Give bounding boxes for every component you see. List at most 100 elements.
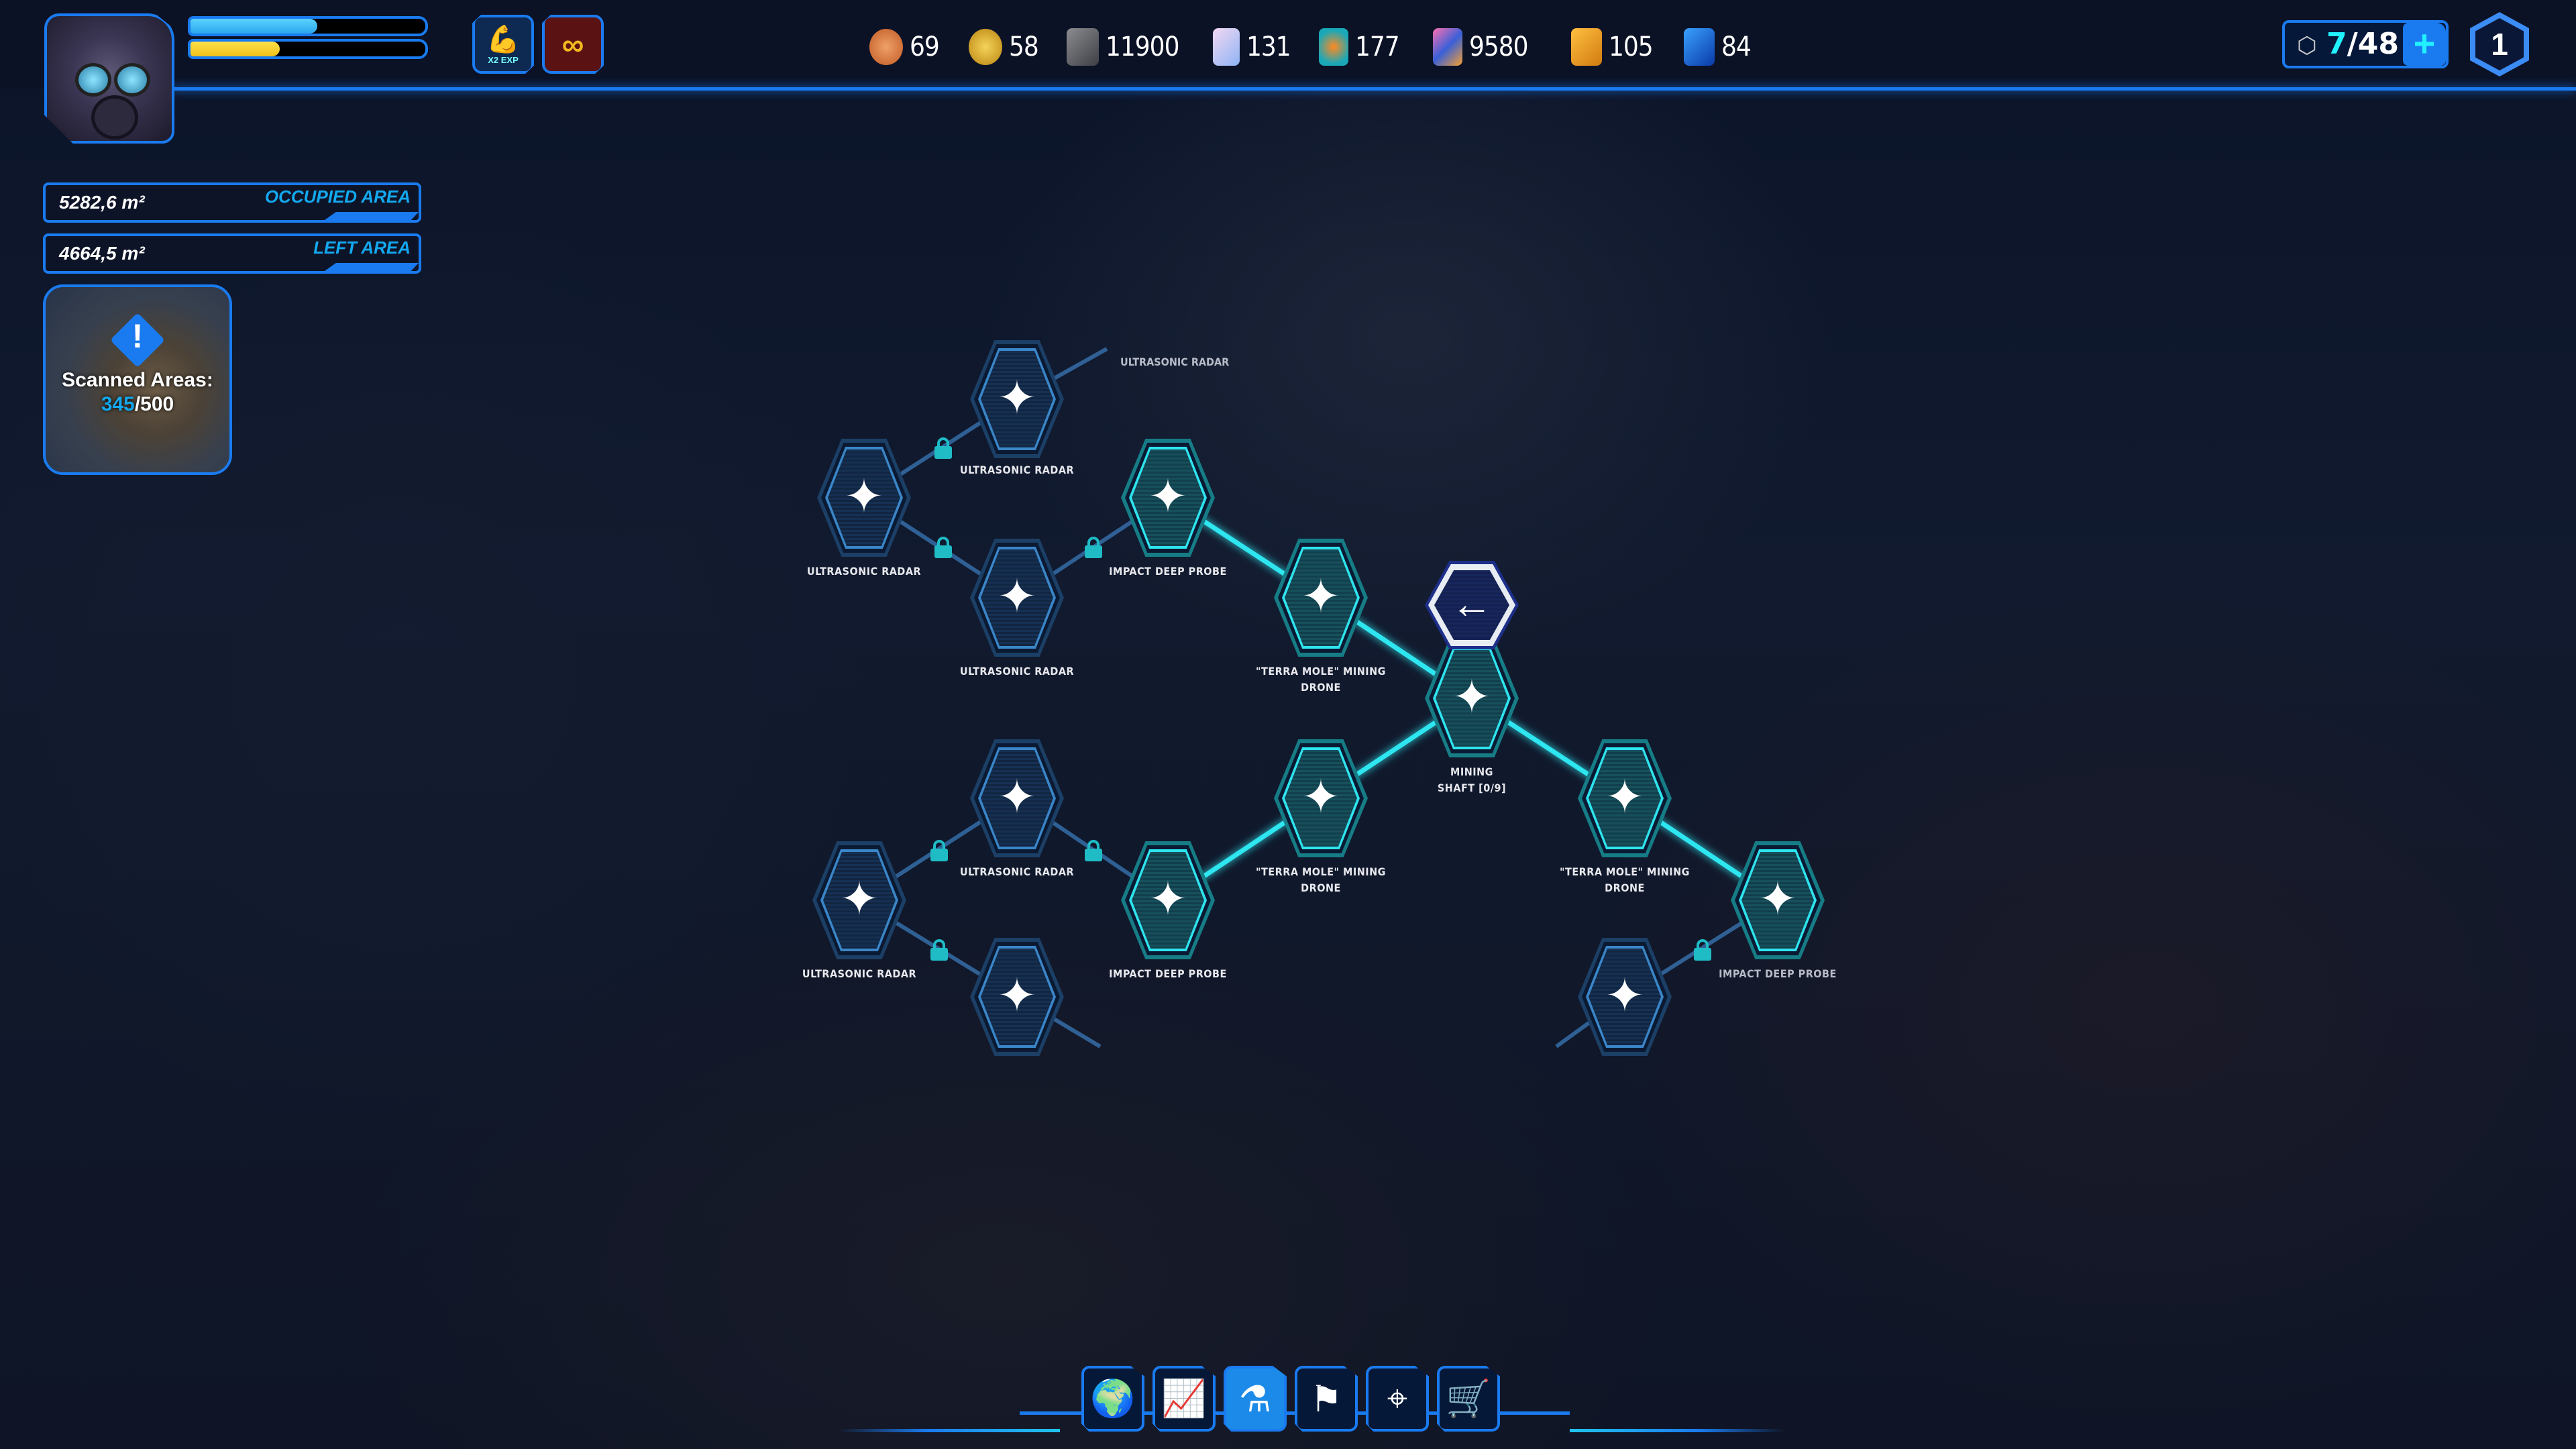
- node-label: "TERRA MOLE" MINING DRONE: [1560, 865, 1690, 894]
- tech-node-impact-deep-probe[interactable]: ✦ IMPACT DEEP PROBE: [1109, 841, 1226, 980]
- amber-block-icon: [1571, 28, 1602, 66]
- tech-node-ultrasonic-radar[interactable]: ✦ ULTRASONIC RADAR: [960, 739, 1074, 878]
- flag-icon: ⚑: [1309, 1379, 1343, 1419]
- nav-chart-button[interactable]: 📈: [1152, 1366, 1216, 1432]
- resource-value: 131: [1246, 32, 1291, 62]
- resource-value: 9580: [1469, 32, 1529, 62]
- slots-text: 7/48: [2326, 27, 2399, 61]
- tech-node-ultrasonic-radar[interactable]: ✦ ULTRASONIC RADAR: [960, 539, 1074, 678]
- tech-node-ultrasonic-radar[interactable]: ✦ ULTRASONIC RADAR: [960, 340, 1074, 476]
- tech-node-impact-deep-probe[interactable]: ✦ IMPACT DEEP PROBE: [1109, 439, 1226, 578]
- gold-spiral-coin-icon: [969, 29, 1002, 65]
- fire-crystal-icon: [1319, 28, 1348, 66]
- star-icon: ✦: [997, 372, 1037, 424]
- nav-line-right: [1570, 1429, 1784, 1432]
- nav-flag-button[interactable]: ⚑: [1295, 1366, 1358, 1432]
- buff-x2-exp[interactable]: 💪 X2 EXP: [472, 15, 534, 74]
- star-icon: ✦: [1605, 771, 1645, 823]
- lock-icon: [934, 537, 952, 558]
- player-avatar[interactable]: [44, 13, 174, 144]
- resource-rainbow-crystal: 9580: [1433, 20, 1529, 74]
- tech-node-ultrasonic-radar[interactable]: ✦ ULTRASONIC RADAR: [807, 439, 921, 578]
- tech-node-terra-mole-drone[interactable]: ✦ "TERRA MOLE" MINING DRONE: [1256, 539, 1386, 694]
- resource-value: 58: [1009, 32, 1039, 62]
- node-label: IMPACT DEEP PROBE: [1109, 565, 1227, 578]
- nav-line-left: [839, 1429, 1060, 1432]
- left-area-value: 4664,5 m²: [59, 243, 145, 264]
- nav-globe-button[interactable]: 🌍: [1081, 1366, 1144, 1432]
- lock-icon: [1085, 537, 1102, 558]
- top-divider: [171, 87, 2576, 91]
- exp-bar: [188, 39, 428, 59]
- lock-icon: [1085, 840, 1102, 861]
- hexagon-icon: ⬡: [2297, 33, 2317, 58]
- tech-node-locked[interactable]: ✦: [1578, 938, 1672, 1056]
- star-icon: ✦: [1148, 470, 1188, 523]
- star-icon: ✦: [1301, 570, 1341, 623]
- buff-infinite-ammo[interactable]: ∞: [542, 15, 604, 74]
- avatar-eye-icon: [114, 63, 150, 97]
- level-badge[interactable]: 1: [2470, 12, 2529, 76]
- tech-node-impact-deep-probe[interactable]: ✦ IMPACT DEEP PROBE: [1719, 841, 1836, 980]
- star-icon: ✦: [1758, 873, 1798, 925]
- nav-shop-button[interactable]: 🛒: [1437, 1366, 1500, 1432]
- node-label: ULTRASONIC RADAR: [959, 865, 1075, 878]
- star-icon: ✦: [1605, 969, 1645, 1022]
- blue-cube-icon: [1684, 28, 1715, 66]
- tech-node-mining-shaft[interactable]: ✦ MINING SHAFT [0/9]: [1425, 639, 1519, 794]
- left-area-label: LEFT AREA: [313, 237, 411, 258]
- tech-node-terra-mole-drone[interactable]: ✦ "TERRA MOLE" MINING DRONE: [1560, 739, 1690, 894]
- star-icon: ✦: [1301, 771, 1341, 823]
- resource-blue-cube: 84: [1684, 20, 1752, 74]
- star-icon: ✦: [997, 771, 1037, 823]
- resource-value: 105: [1609, 32, 1654, 62]
- star-icon: ✦: [839, 873, 879, 925]
- occupied-area-label: OCCUPIED AREA: [264, 186, 411, 207]
- node-label: IMPACT DEEP PROBE: [1719, 967, 1837, 980]
- lock-icon: [1694, 939, 1711, 961]
- scanned-count: 345/500: [101, 393, 174, 415]
- resource-bronze-coin: 69: [869, 20, 940, 74]
- panel-stripe: [325, 212, 419, 220]
- arrow-left-icon: ←: [1451, 581, 1493, 627]
- globe-icon: 🌍: [1090, 1378, 1136, 1419]
- star-icon: ✦: [844, 470, 884, 523]
- node-label: ULTRASONIC RADAR: [959, 464, 1075, 476]
- nav-research-button[interactable]: ⚗: [1224, 1366, 1287, 1432]
- chart-icon: 📈: [1161, 1378, 1207, 1419]
- scanned-areas-card[interactable]: ! Scanned Areas: 345/500: [43, 284, 232, 475]
- tech-node-ultrasonic-radar[interactable]: ✦ ULTRASONIC RADAR: [802, 841, 916, 980]
- resource-amber-block: 105: [1571, 20, 1654, 74]
- node-label: IMPACT DEEP PROBE: [1109, 967, 1227, 980]
- avatar-eye-icon: [75, 63, 111, 97]
- tech-node-terra-mole-drone[interactable]: ✦ "TERRA MOLE" MINING DRONE: [1256, 739, 1386, 894]
- add-slots-button[interactable]: +: [2403, 23, 2446, 66]
- exp-bar-fill: [191, 42, 280, 56]
- node-label: ULTRASONIC RADAR: [959, 665, 1075, 678]
- tech-node-locked[interactable]: ✦: [970, 938, 1064, 1056]
- resource-value: 11900: [1106, 32, 1179, 62]
- crosshair-icon: ⌖: [1387, 1378, 1408, 1419]
- offscreen-node-label: ULTRASONIC RADAR: [1120, 356, 1230, 368]
- resource-fire-crystal: 177: [1319, 20, 1400, 74]
- stone-block-icon: [1067, 28, 1099, 66]
- occupied-area-value: 5282,6 m²: [59, 192, 145, 213]
- infinite-ammo-icon: ∞: [561, 27, 584, 62]
- avatar-filter-icon: [91, 95, 138, 140]
- flask-icon: ⚗: [1238, 1379, 1272, 1419]
- warning-mark: !: [131, 317, 144, 355]
- back-button[interactable]: ←: [1425, 561, 1519, 649]
- node-label: MINING SHAFT [0/9]: [1437, 765, 1507, 794]
- resource-ice-crystal: 131: [1213, 20, 1291, 74]
- lock-icon: [930, 939, 948, 961]
- buff-label: X2 EXP: [488, 55, 519, 65]
- panel-stripe: [325, 263, 419, 271]
- health-bar-fill: [191, 19, 317, 34]
- nav-target-button[interactable]: ⌖: [1366, 1366, 1429, 1432]
- node-label: ULTRASONIC RADAR: [806, 565, 922, 578]
- star-icon: ✦: [1148, 873, 1188, 925]
- resource-value: 84: [1721, 32, 1752, 62]
- level-value: 1: [2475, 18, 2524, 70]
- resource-gold-coin: 58: [969, 20, 1039, 74]
